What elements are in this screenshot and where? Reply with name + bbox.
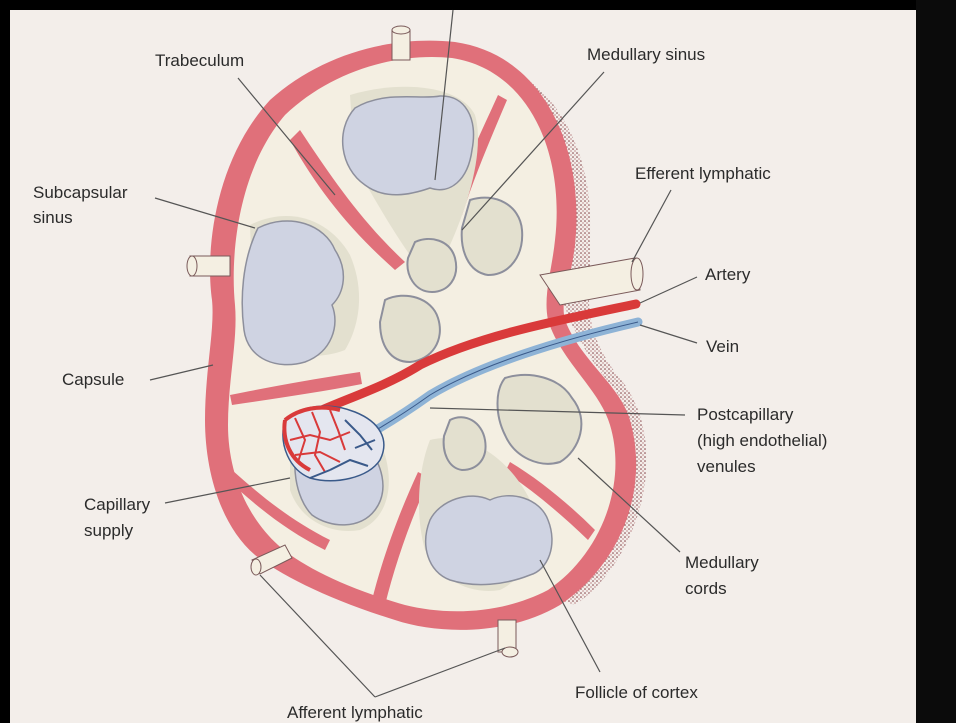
label-follicle-of-cortex: Follicle of cortex	[575, 682, 698, 703]
label-capillary-supply-line2: supply	[84, 520, 133, 541]
label-capsule: Capsule	[62, 369, 124, 390]
label-medullary-cords-line1: Medullary	[685, 552, 759, 573]
label-subcapsular-sinus-line2: sinus	[33, 207, 73, 228]
label-capillary-supply-line1: Capillary	[84, 494, 150, 515]
medullary-cord-5	[444, 417, 486, 470]
label-artery: Artery	[705, 264, 750, 285]
label-medullary-sinus: Medullary sinus	[587, 44, 705, 65]
label-postcapillary-line3: venules	[697, 456, 756, 477]
label-postcapillary-line2: (high endothelial)	[697, 430, 827, 451]
label-vein: Vein	[706, 336, 739, 357]
label-medullary-cords-line2: cords	[685, 578, 727, 599]
label-trabeculum: Trabeculum	[155, 50, 244, 71]
label-subcapsular-sinus-line1: Subcapsular	[33, 182, 128, 203]
label-postcapillary-line1: Postcapillary	[697, 404, 793, 425]
label-afferent-lymphatic: Afferent lymphatic	[287, 702, 423, 723]
label-efferent-lymphatic: Efferent lymphatic	[635, 163, 771, 184]
medullary-cord-3	[380, 296, 440, 362]
follicle-left	[242, 221, 343, 365]
follicle-top	[343, 96, 474, 195]
medullary-cord-1	[407, 239, 456, 292]
follicle-bottom	[426, 496, 552, 585]
medullary-cord-2	[462, 198, 522, 275]
